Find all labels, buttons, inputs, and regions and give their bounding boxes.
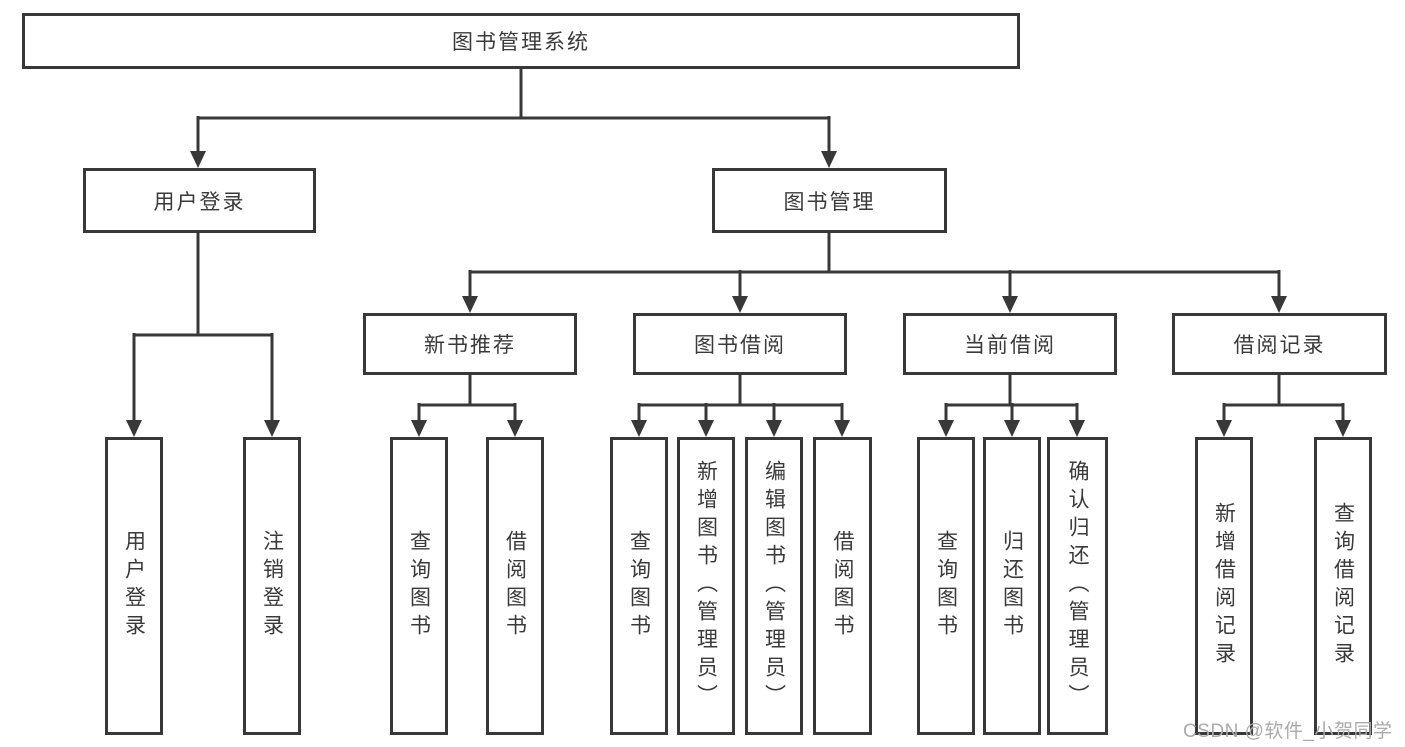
node-label: 归还图书 — [1000, 530, 1024, 642]
node-label: 图书管理系统 — [452, 31, 590, 54]
node-borrow-records: 借阅记录 — [1172, 313, 1387, 375]
node-label: 确认归还（管理员） — [1066, 460, 1089, 712]
leaf-add-borrow-record: 新增借阅记录 — [1195, 437, 1253, 735]
node-label: 注销登录 — [260, 530, 284, 642]
leaf-confirm-return-admin: 确认归还（管理员） — [1047, 437, 1108, 735]
node-new-book-recommend: 新书推荐 — [363, 313, 577, 375]
node-label: 查询图书 — [407, 530, 431, 642]
leaf-query-book-1: 查询图书 — [390, 437, 448, 735]
leaf-return-book: 归还图书 — [983, 437, 1041, 735]
node-label: 查询借阅记录 — [1331, 502, 1355, 670]
leaf-logout: 注销登录 — [243, 437, 301, 735]
node-label: 当前借阅 — [964, 334, 1056, 357]
leaf-query-borrow-record: 查询借阅记录 — [1314, 437, 1372, 735]
node-book-borrow: 图书借阅 — [633, 313, 847, 375]
leaf-edit-book-admin: 编辑图书（管理员） — [745, 437, 803, 735]
node-label: 用户登录 — [122, 530, 146, 642]
node-label: 新增图书（管理员） — [694, 460, 718, 712]
node-book-management: 图书管理 — [712, 168, 947, 233]
csdn-watermark: CSDN @软件_小贺同学 — [1183, 721, 1393, 742]
node-label: 借阅记录 — [1233, 334, 1326, 357]
leaf-query-book-2: 查询图书 — [610, 437, 668, 735]
leaf-add-book-admin: 新增图书（管理员） — [677, 437, 735, 735]
node-label: 编辑图书（管理员） — [762, 460, 786, 712]
node-label: 新书推荐 — [424, 334, 516, 357]
node-user-login-module: 用户登录 — [83, 168, 316, 233]
leaf-query-book-3: 查询图书 — [917, 437, 975, 735]
node-label: 图书借阅 — [694, 334, 786, 357]
node-label: 借阅图书 — [831, 530, 854, 642]
node-label: 查询图书 — [627, 530, 651, 642]
leaf-borrow-book-2: 借阅图书 — [813, 437, 872, 735]
node-label: 借阅图书 — [503, 530, 527, 642]
node-label: 图书管理 — [783, 190, 876, 214]
leaf-borrow-book-1: 借阅图书 — [486, 437, 544, 735]
node-label: 新增借阅记录 — [1212, 502, 1236, 670]
node-current-borrow: 当前借阅 — [903, 313, 1117, 375]
node-label: 用户登录 — [153, 190, 246, 214]
node-library-system: 图书管理系统 — [22, 13, 1020, 69]
node-label: 查询图书 — [934, 530, 958, 642]
leaf-user-login: 用户登录 — [105, 437, 163, 735]
